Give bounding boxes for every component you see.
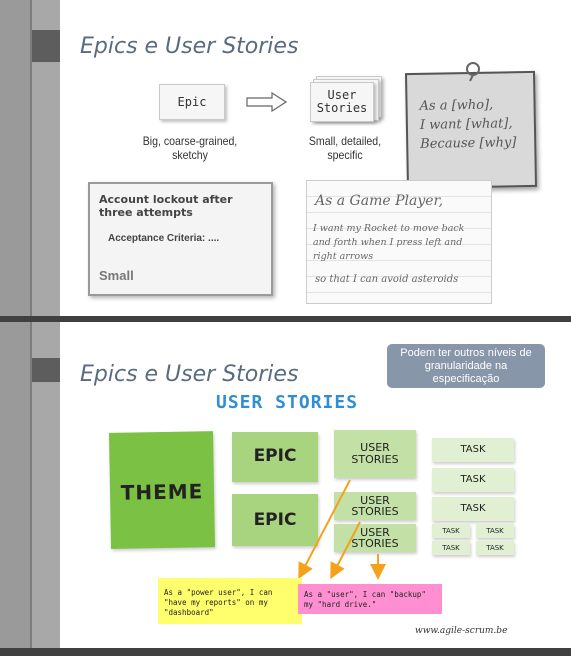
account-lockout-title: Account lockout after three attempts bbox=[99, 193, 233, 219]
slide-left-bar bbox=[0, 322, 32, 648]
slide-left-bar bbox=[0, 0, 32, 316]
pinned-note: As a [who], I want [what], Because [why] bbox=[404, 70, 538, 190]
user-story-label-3: USER STORIES bbox=[351, 526, 399, 550]
theme-note: THEME bbox=[108, 431, 216, 549]
slide-1: Epics e User Stories Epic Big, coarse-gr… bbox=[0, 0, 571, 316]
slide-title: Epics e User Stories bbox=[80, 362, 299, 387]
note-line3: Because [why] bbox=[420, 135, 517, 152]
small-task-label: TASK bbox=[486, 544, 504, 552]
epic-card: Epic bbox=[159, 84, 225, 120]
size-label: Small bbox=[99, 268, 134, 283]
user-story-label-2: USER STORIES bbox=[351, 494, 399, 518]
game-line5: so that I can avoid asteroids bbox=[315, 274, 459, 285]
game-line4: right arrows bbox=[313, 251, 374, 262]
task-label-1: TASK bbox=[460, 444, 486, 455]
task-note-2: TASK bbox=[432, 468, 514, 492]
game-line3: and forth when I press left and bbox=[313, 237, 463, 248]
game-player-card: As a Game Player, I want my Rocket to mo… bbox=[306, 180, 492, 304]
epic-label-1: EPIC bbox=[253, 446, 297, 466]
epic-caption-line1: Big, coarse-grained, bbox=[142, 134, 238, 148]
task-label-2: TASK bbox=[460, 474, 486, 485]
small-task-note: TASK bbox=[476, 524, 514, 538]
user-stories-caption: Small, detailed, specific bbox=[297, 134, 394, 162]
epic-label-2: EPIC bbox=[253, 510, 297, 530]
slide-accent-square bbox=[32, 358, 60, 382]
small-task-note: TASK bbox=[432, 524, 470, 538]
epic-caption-line2: sketchy bbox=[172, 148, 208, 162]
small-task-note: TASK bbox=[476, 541, 514, 555]
game-line1: As a Game Player, bbox=[315, 193, 444, 209]
user-story-note-2: USER STORIES bbox=[334, 492, 416, 520]
user-stories-caption-line2: specific bbox=[327, 148, 363, 162]
small-task-note: TASK bbox=[432, 541, 470, 555]
user-stories-caption-line1: Small, detailed, bbox=[308, 134, 382, 148]
small-task-label: TASK bbox=[486, 527, 504, 535]
slide-accent-square bbox=[32, 30, 60, 62]
small-task-label: TASK bbox=[442, 527, 460, 535]
task-label-3: TASK bbox=[460, 503, 486, 514]
acceptance-criteria: Acceptance Criteria: .... bbox=[108, 233, 220, 244]
note-line1: As a [who], bbox=[419, 97, 494, 114]
yellow-story-note: As a "power user", I can "have my report… bbox=[158, 578, 302, 624]
epic-card-label: Epic bbox=[177, 95, 207, 109]
pink-story-note: As a "user", I can "backup" my "hard dri… bbox=[298, 584, 442, 614]
note-line2: I want [what], bbox=[419, 116, 513, 133]
slide-title: Epics e User Stories bbox=[80, 34, 299, 59]
user-stories-card-line1: User bbox=[327, 88, 357, 102]
right-arrow-icon bbox=[246, 92, 288, 112]
theme-label: THEME bbox=[120, 479, 204, 505]
epic-note-2: EPIC bbox=[232, 494, 318, 546]
user-stories-card-line2: Stories bbox=[316, 101, 368, 115]
callout-box: Podem ter outros níveis de granularidade… bbox=[387, 344, 545, 388]
slide-2: Epics e User Stories Podem ter outros ní… bbox=[0, 322, 571, 648]
arrow-2 bbox=[330, 521, 361, 580]
pin-icon bbox=[466, 62, 480, 82]
arrow-1 bbox=[298, 479, 351, 580]
task-note-1: TASK bbox=[432, 438, 514, 462]
user-stories-heading: USER STORIES bbox=[216, 392, 359, 413]
user-story-note-1: USER STORIES bbox=[334, 430, 416, 478]
note-text: As a [who], I want [what], Because [why] bbox=[419, 95, 530, 154]
credit-text: www.agile-scrum.be bbox=[415, 626, 508, 636]
epic-caption: Big, coarse-grained, sketchy bbox=[137, 134, 243, 162]
orange-arrows bbox=[298, 479, 386, 580]
account-lockout-card: Account lockout after three attempts Acc… bbox=[88, 182, 273, 296]
task-note-3: TASK bbox=[432, 497, 514, 521]
epic-note-1: EPIC bbox=[232, 432, 318, 482]
user-story-label-1: USER STORIES bbox=[351, 441, 399, 466]
game-line2: I want my Rocket to move back bbox=[313, 223, 465, 234]
small-task-label: TASK bbox=[442, 544, 460, 552]
user-stories-card: User Stories bbox=[310, 82, 374, 122]
